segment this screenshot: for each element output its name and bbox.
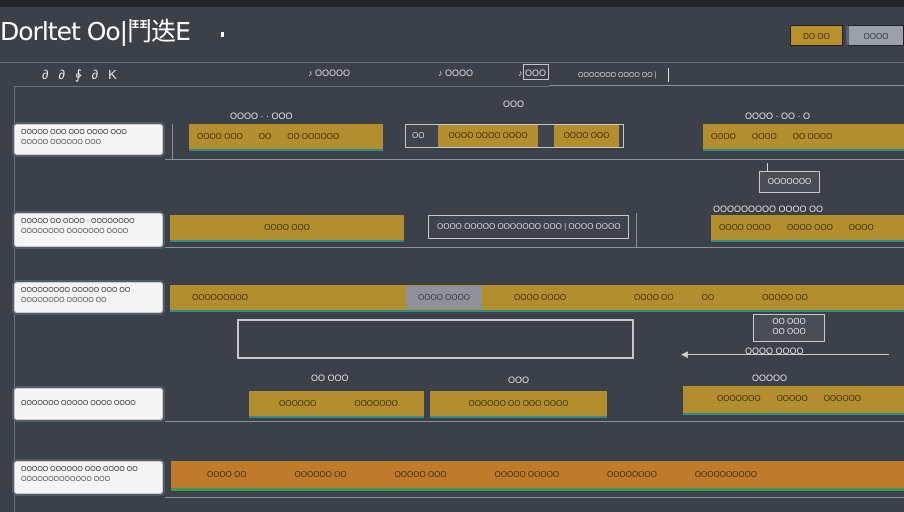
row-4-bar-1-seg-1: OOOOOO: [279, 399, 317, 408]
row-2-bar-3-seg-1: OOOO OOOO: [719, 223, 772, 232]
row-3-bar-1-seg-2: OOOO OOOO: [406, 286, 483, 309]
row-2-mid-rule: [636, 213, 637, 248]
row-2-status-box[interactable]: OOOOOOO: [759, 171, 820, 193]
row-4-bar-3-seg-1: OOOOOOO: [717, 394, 761, 403]
window-top-strip: [0, 0, 904, 7]
toolbar-icon-5[interactable]: K: [108, 67, 117, 82]
row-1-bar-3[interactable]: OOOO OOOO OO OOOO: [703, 124, 904, 151]
row-label-1-line2: OOOOO OOOOOO OOO: [21, 139, 102, 146]
row-1-bar-3-seg-2: OOOO: [751, 132, 777, 141]
row-label-3-line1: OOOOOOOOO OOOOO OOO OO: [21, 287, 131, 294]
row-1-bar-2-seg-2: OOOO OOOO OOOO: [438, 125, 538, 147]
row-3-side-box[interactable]: OO OOO OO OOO: [753, 314, 825, 342]
row-2-header-right: OOOOOOOOO OOOO OO: [713, 204, 824, 214]
toolbar-selection-box[interactable]: [523, 64, 549, 80]
row-label-3-line2: OOOOOOOO OOOOO OO: [21, 297, 107, 304]
toolbar-icon-1[interactable]: ∂: [42, 67, 49, 82]
row-2-bar-1[interactable]: OOOO OOO: [170, 215, 404, 242]
title-caret: [221, 32, 224, 37]
toolbar-label-c[interactable]: ♪ OOO: [518, 68, 547, 78]
row-2-bar-3[interactable]: OOOO OOOO OOOO OOO OOOO: [711, 215, 904, 242]
primary-header-button[interactable]: DO OO: [790, 25, 843, 46]
row-label-2-line1: OOOOO OO OOOO · OOOOOOOO: [21, 218, 135, 225]
toolbar-icon-2[interactable]: ∂: [58, 67, 65, 82]
row-label-5-line1: OOOOO OOOOOO OOO OOOO OO: [21, 466, 138, 473]
row-5-bar-1-seg-3: OOOOO OOO: [394, 470, 447, 479]
row-1-bar-3-seg-3: OO OOOO: [792, 132, 833, 141]
row-label-2-line2: OOOOOOOO OOOOOOO OOOO: [21, 228, 129, 235]
row-5-bar-1[interactable]: OOOO OO OOOOOO OO OOOOO OOO OOOOO OOOOO OOOO…: [171, 461, 904, 491]
row-label-3[interactable]: OOOOOOOOO OOOOO OOO OO OOOOOOOO OOOOO OO: [14, 282, 163, 313]
row-1-bar-1[interactable]: OOOO OOO OO OO OOOOOO: [189, 124, 383, 151]
toolbar-label-a[interactable]: ♪ OOOOO: [308, 68, 351, 78]
row-4-bar-3-seg-3: OOOOOO: [823, 394, 862, 403]
row-1-bar-2-seg-3: OOOO OOO: [553, 125, 620, 147]
row-3-bar-1-seg-5: OO: [701, 293, 715, 302]
row-4-header-mid: OOO: [508, 375, 530, 385]
row-2-bar-1-seg-1: OOOO OOO: [264, 223, 310, 232]
app-title: Dorltet Oo|鬥迭E: [0, 17, 191, 46]
row-1-bar-2-seg-1: OO: [412, 131, 425, 140]
toolbar-icon-group: ∂ ∂ ∲ ∂ K: [42, 66, 117, 84]
row-5-bar-1-seg-6: OOOOOOOOOO: [694, 470, 758, 479]
row-label-4[interactable]: OOOOOOO OOOOO OOOO OOOO: [14, 388, 163, 420]
row-3-bar-1-seg-1: OOOOOOOOO: [192, 293, 249, 302]
row-3-drop-area[interactable]: [237, 319, 634, 359]
timeline-axis-line: [549, 85, 904, 86]
row-1-bar-1-seg-1: OOOO OOO: [197, 132, 243, 141]
row-2-bar-2-seg-1: OOOO OOOOO OOOOOOO OOO | OOOO OOOO: [437, 222, 621, 231]
row-label-1-line1: OOOOO OOO OOO OOOO OOO: [21, 129, 127, 136]
row-2-bar-2[interactable]: OOOO OOOOO OOOOOOO OOO | OOOO OOOO: [428, 215, 629, 239]
toolbar-label-b[interactable]: ♪ OOOO: [438, 68, 474, 78]
row-2-bar-3-seg-2: OOOO OOO: [787, 223, 833, 232]
row-1-header-left: OOOO · · OOO: [230, 111, 293, 121]
row-1-bar-2[interactable]: OOOOOO OOOO OOOOOOOO OOOOO: [405, 124, 624, 148]
row-4-bar-2-seg-1: OOOOOO OO OOO OOOO: [468, 399, 569, 408]
row-4-header-left: OO OOO: [311, 373, 349, 383]
row-1-bar-3-seg-1: OOOO: [711, 132, 736, 141]
row-3-arrow-line: [683, 354, 889, 355]
row-5-bar-1-seg-4: OOOOO OOOOO: [494, 470, 560, 479]
row-label-4-line1: OOOOOOO OOOOO OOOO OOOO: [21, 400, 136, 407]
row-label-2[interactable]: OOOOO OO OOOO · OOOOOOOO OOOOOOOO OOOOOO…: [14, 213, 163, 247]
row-5-bar-1-seg-2: OOOOOO OO: [294, 470, 347, 479]
row-1-bar-1-seg-3: OO OOOOOO: [287, 132, 340, 141]
row-1-separator: [165, 159, 904, 160]
row-2-bar-3-seg-3: OOOO: [848, 223, 874, 232]
row-2-separator: [165, 247, 904, 248]
row-5-bar-1-seg-1: OOOO OO: [207, 470, 247, 479]
frame-top-border: [14, 86, 549, 87]
timeline-range-text: OOOOOOO OOOO OO |: [578, 72, 657, 79]
row-label-5-line2: OOOOOOOOOOOOO OOO: [21, 476, 111, 483]
row-5-bar-1-seg-5: OOOOOOOO: [607, 470, 657, 479]
row-3-bar-1-seg-4: OOOO OO: [634, 293, 674, 302]
center-header-text: OOO: [503, 99, 525, 109]
row-4-bar-1-seg-2: OOOOOOO: [354, 399, 398, 408]
row-4-header-right: OOOOO: [752, 373, 788, 383]
header-divider: [0, 62, 904, 63]
row-label-1[interactable]: OOOOO OOO OOO OOOO OOO OOOOO OOOOOO OOO: [14, 124, 163, 155]
row-1-header-right: OOOO · OO · O: [745, 111, 810, 121]
timeline-marker[interactable]: [668, 68, 669, 82]
row-4-bar-2[interactable]: OOOOOO OO OOO OOOO: [430, 391, 607, 418]
row-1-bar-1-seg-2: OO: [258, 132, 272, 141]
secondary-header-button[interactable]: OOOO: [846, 25, 904, 46]
row-4-separator: [165, 421, 904, 422]
row-5-separator: [165, 497, 904, 498]
toolbar-icon-3[interactable]: ∲: [74, 67, 82, 82]
toolbar-icon-4[interactable]: ∂: [91, 67, 99, 82]
row-1-left-rule: [172, 124, 173, 160]
row-3-side-label: OOOO OOOO: [745, 346, 804, 356]
row-2-tick: [767, 163, 768, 171]
row-4-bar-3-seg-2: OOOOO: [776, 394, 808, 403]
row-label-5[interactable]: OOOOO OOOOOO OOO OOOO OO OOOOOOOOOOOOO O…: [14, 461, 163, 494]
row-3-bar-1-seg-3: OOOO OOOO: [514, 293, 567, 302]
row-3-bar-1-seg-6: OOOOO OO: [762, 293, 808, 302]
